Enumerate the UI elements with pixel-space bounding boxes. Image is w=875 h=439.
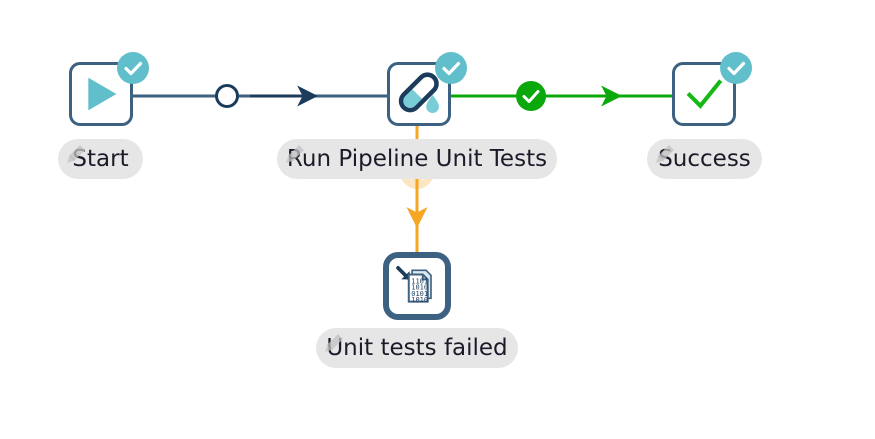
node-label-success-text: Success (658, 145, 751, 172)
binary-line-1: 1101 (411, 278, 428, 286)
node-start[interactable] (69, 62, 133, 126)
check-icon (727, 61, 746, 76)
pencil-icon (656, 145, 674, 163)
pencil-icon (286, 145, 304, 163)
checkmark-icon (686, 79, 723, 109)
edge-dot[interactable] (215, 84, 239, 108)
binary-line-4: 1010 (411, 296, 428, 304)
binary-line-2: 1010 (411, 284, 428, 292)
status-badge-start[interactable] (117, 52, 149, 84)
pencil-icon (67, 145, 85, 163)
node-label-run-pipeline-unit-tests-text: Run Pipeline Unit Tests (286, 145, 548, 172)
node-label-success[interactable]: Success (647, 139, 762, 179)
status-badge-success[interactable] (720, 52, 752, 84)
check-icon (442, 61, 461, 76)
node-label-unit-tests-failed-text: Unit tests failed (326, 334, 508, 361)
node-unit-tests-failed[interactable]: 1101 1010 0101 1010 (383, 252, 451, 320)
status-badge-run-pipeline-unit-tests[interactable] (435, 52, 467, 84)
check-icon (124, 61, 143, 76)
play-icon (88, 77, 117, 111)
test-tube-icon (398, 72, 439, 114)
edge-success-badge[interactable] (516, 81, 546, 111)
store-binary-document-icon: 1101 1010 0101 1010 (396, 266, 432, 304)
check-icon (522, 90, 540, 103)
binary-line-3: 0101 (411, 290, 428, 298)
node-label-run-pipeline-unit-tests[interactable]: Run Pipeline Unit Tests (277, 139, 557, 179)
node-label-start-text: Start (72, 145, 129, 172)
pencil-icon (325, 334, 343, 352)
node-label-start[interactable]: Start (58, 139, 143, 179)
node-label-unit-tests-failed[interactable]: Unit tests failed (316, 328, 518, 368)
